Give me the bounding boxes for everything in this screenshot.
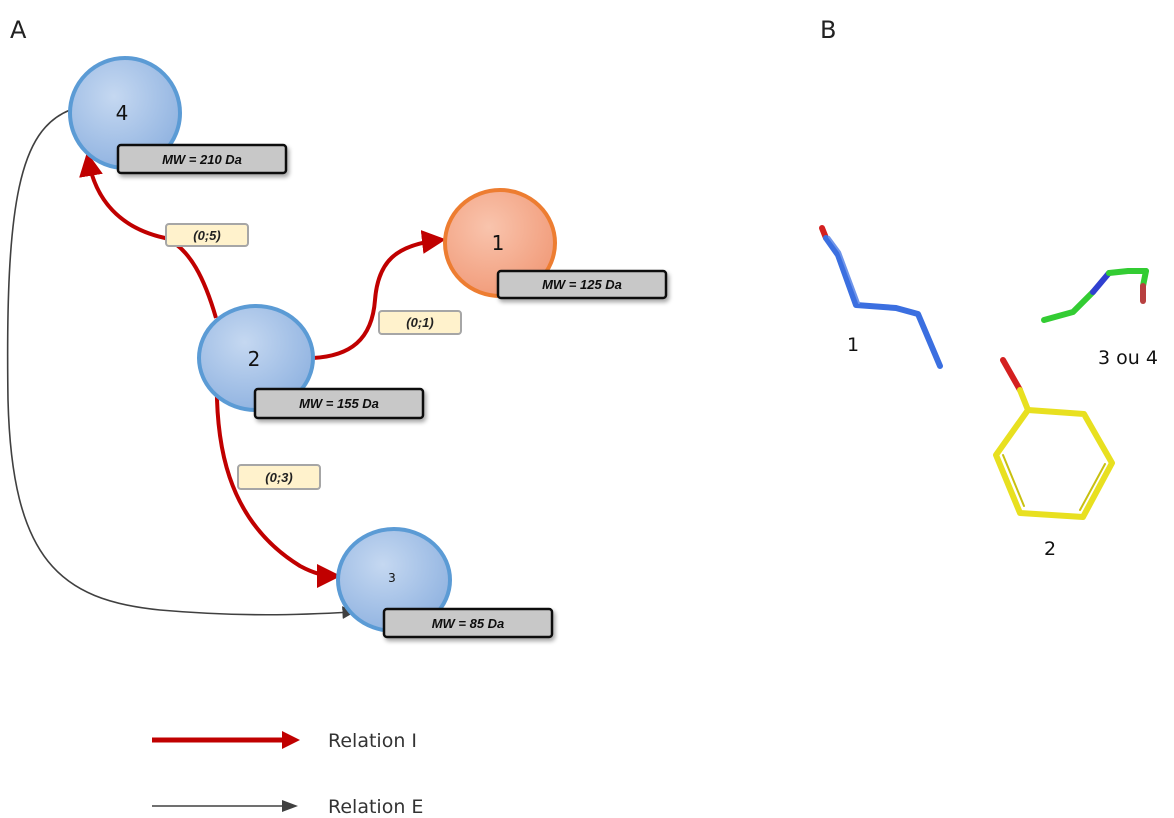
- node-2-mw-box: MW = 155 Da: [253, 387, 425, 420]
- legend-relation-i-arrowhead: [282, 731, 300, 749]
- legend-relation-e-arrowhead: [282, 800, 298, 812]
- node-4-mw: MW = 210 Da: [162, 152, 242, 167]
- molecule-2: [993, 357, 1115, 520]
- node-3-mw: MW = 85 Da: [432, 616, 505, 631]
- edge-label-2-to-4-text: (0;5): [193, 228, 220, 243]
- node-1-label: 1: [492, 231, 505, 255]
- edge-2-to-3-relation-i: [214, 371, 341, 588]
- panel-label-b: B: [820, 16, 836, 44]
- node-4-label: 4: [116, 101, 129, 125]
- edge-2-to-4-relation-i: [79, 152, 218, 319]
- legend-relation-e-label: Relation E: [328, 796, 423, 818]
- node-2-mw: MW = 155 Da: [299, 396, 379, 411]
- edge-label-2-to-1: (0;1): [378, 310, 462, 335]
- node-1: 1: [443, 188, 557, 298]
- legend-relation-i-label: Relation I: [328, 730, 417, 752]
- molecule-1-label: 1: [847, 334, 859, 356]
- edge-4-to-3-relation-e: [6, 109, 356, 619]
- edge-label-2-to-4: (0;5): [165, 223, 249, 247]
- node-2-label: 2: [248, 347, 261, 371]
- molecule-1: [819, 225, 943, 369]
- molecule-3-or-4-label: 3 ou 4: [1098, 347, 1158, 369]
- edge-label-2-to-3: (0;3): [237, 464, 321, 490]
- molecule-2-label: 2: [1044, 538, 1056, 560]
- node-3-label: 3: [388, 571, 396, 585]
- legend: Relation I Relation E: [152, 730, 423, 818]
- node-3-mw-box: MW = 85 Da: [382, 607, 554, 639]
- molecule-3-or-4: [1041, 268, 1149, 323]
- edge-2-to-1-relation-i: [312, 230, 446, 360]
- edge-label-2-to-1-text: (0;1): [406, 315, 433, 330]
- node-1-mw: MW = 125 Da: [542, 277, 622, 292]
- node-1-mw-box: MW = 125 Da: [496, 269, 668, 300]
- panel-label-a: A: [10, 16, 27, 44]
- node-4-mw-box: MW = 210 Da: [116, 143, 288, 175]
- edge-label-2-to-3-text: (0;3): [265, 470, 292, 485]
